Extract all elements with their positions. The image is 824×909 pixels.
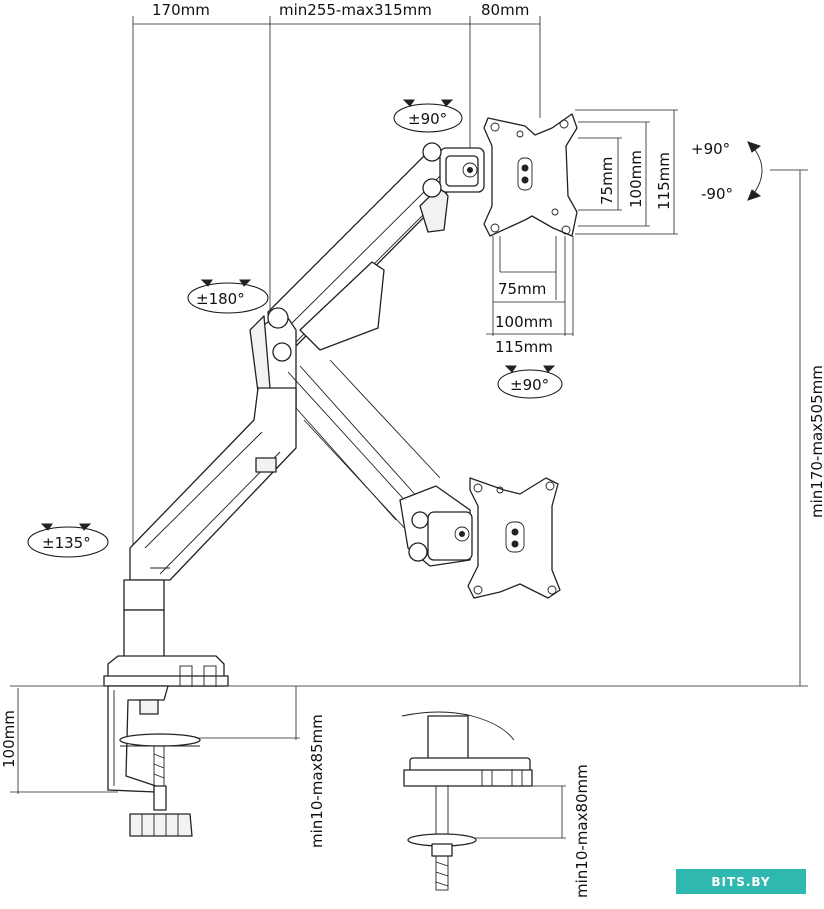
tilt-arc-icon: [751, 145, 763, 197]
dim-vesa-h-115: 115mm: [495, 338, 553, 356]
vesa-vertical-dims: [575, 109, 678, 235]
dim-vesa-v-100: 100mm: [627, 150, 645, 208]
upper-arm-raised: [267, 142, 485, 351]
dim-vesa-h-75: 75mm: [498, 280, 546, 298]
dim-clamp-height: 100mm: [0, 710, 18, 768]
rotation-badge-elbow: ±180°: [187, 279, 269, 314]
tilt-arrow-down-icon: [747, 189, 762, 201]
rotation-tilt-up: +90°: [691, 140, 730, 158]
rotate-left-arrow-icon: [40, 523, 53, 531]
rotation-badge-head-below: ±90°: [497, 365, 563, 399]
rotation-head-below: ±90°: [510, 376, 549, 394]
dim-grommet-thickness: min10-max80mm: [573, 764, 591, 898]
dim-vesa-v-75: 75mm: [598, 157, 616, 205]
dim-top-middle: min255-max315mm: [279, 1, 432, 19]
clamp-dimension-lines: [10, 686, 300, 794]
tilt-arrow-up-icon: [747, 141, 762, 153]
rotate-right-arrow-icon: [239, 279, 252, 287]
rotate-right-arrow-icon: [79, 523, 92, 531]
dim-top-right: 80mm: [481, 1, 529, 19]
watermark-badge: BITS.BY: [676, 869, 806, 894]
rotate-left-arrow-icon: [200, 279, 213, 287]
pole-and-base: [103, 579, 229, 837]
lower-arm: [129, 307, 297, 581]
upper-arm-lowered: [287, 359, 473, 567]
rotate-right-arrow-icon: [543, 365, 556, 373]
dim-vesa-h-100: 100mm: [495, 313, 553, 331]
top-dimension-lines: [132, 16, 541, 548]
rotation-base: ±135°: [42, 534, 91, 552]
dim-height-range: min170-max505mm: [808, 365, 824, 518]
rotation-badge-base: ±135°: [27, 523, 109, 558]
rotate-left-arrow-icon: [504, 365, 517, 373]
rotation-tilt-down: -90°: [701, 185, 733, 203]
rotation-elbow: ±180°: [196, 290, 245, 308]
vesa-horizontal-dims: [486, 236, 574, 336]
grommet-mount: [401, 711, 533, 891]
rotate-left-arrow-icon: [402, 99, 415, 107]
dim-top-left: 170mm: [152, 1, 210, 19]
rotate-right-arrow-icon: [441, 99, 454, 107]
dim-vesa-v-115: 115mm: [655, 152, 673, 210]
rotation-head-top: ±90°: [408, 110, 447, 128]
vesa-plate-top: [483, 113, 578, 237]
grommet-dimension-lines: [474, 785, 566, 839]
dim-clamp-thickness: min10-max85mm: [308, 714, 326, 848]
vesa-plate-lower: [467, 477, 561, 599]
rotation-badge-head-top: ±90°: [393, 99, 463, 133]
